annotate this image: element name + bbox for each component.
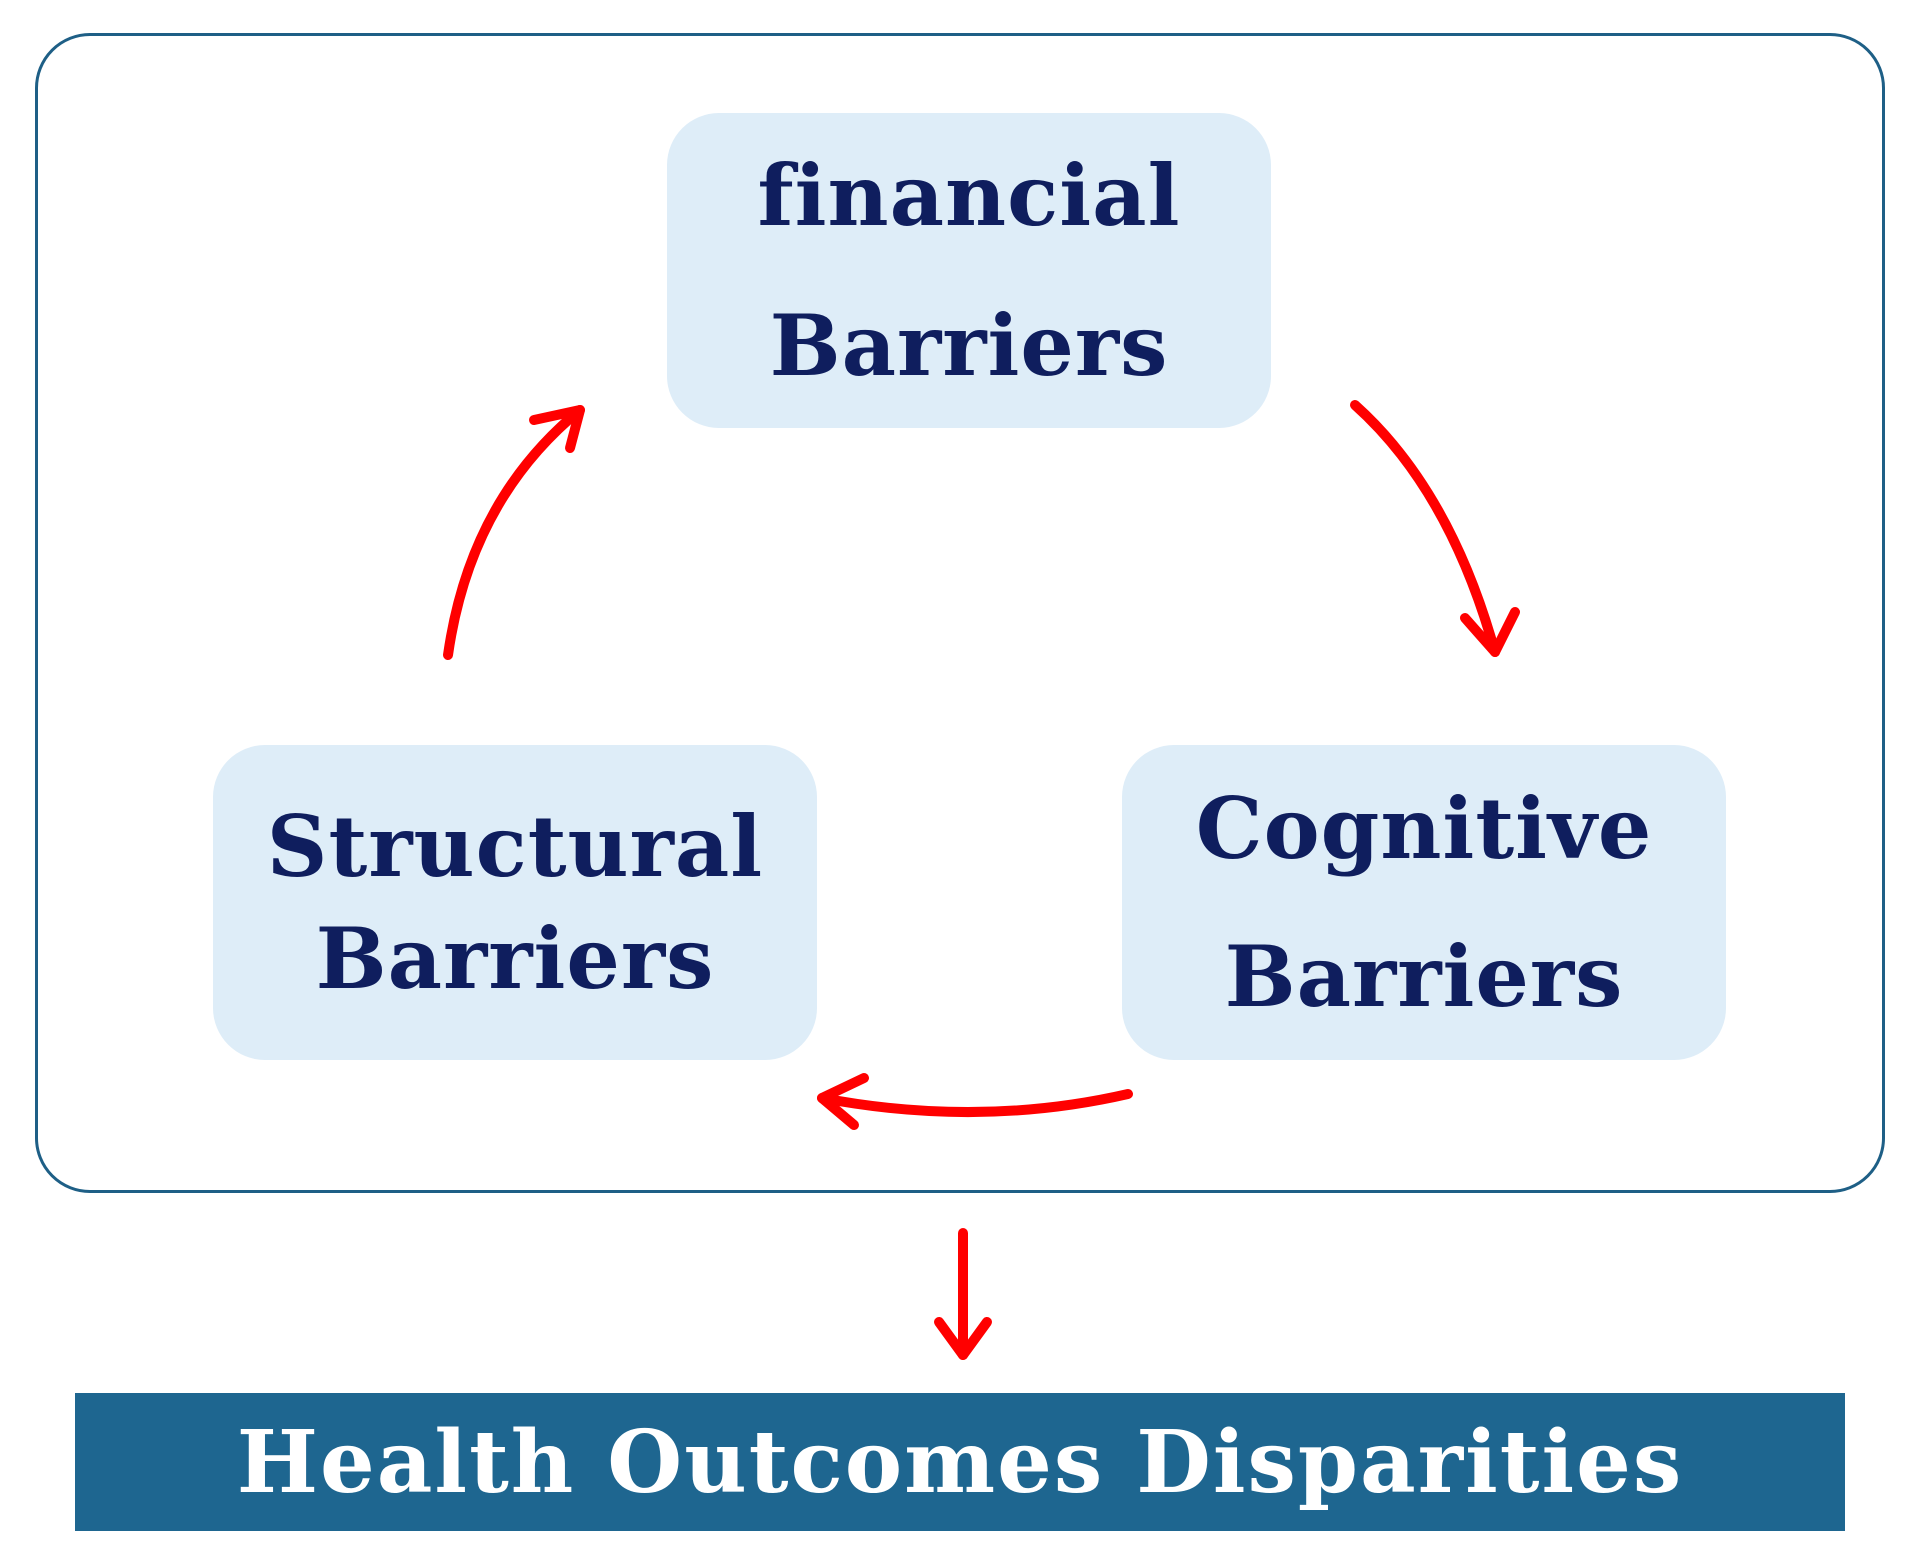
node-financial-line-1: financial bbox=[757, 145, 1181, 245]
node-cognitive-line-1: Cognitive bbox=[1195, 778, 1653, 878]
node-financial-barriers: financial Barriers bbox=[667, 113, 1271, 428]
node-structural-line-2: Barriers bbox=[315, 908, 715, 1008]
node-cognitive-line-2: Barriers bbox=[1224, 926, 1624, 1026]
arrow-cycle-to-outcome-head bbox=[934, 1317, 992, 1360]
node-structural-line-1: Structural bbox=[266, 796, 764, 896]
node-cognitive-barriers: Cognitive Barriers bbox=[1122, 745, 1726, 1060]
arrow-financial-to-cognitive bbox=[1350, 400, 1500, 657]
arrow-financial-to-cognitive-head bbox=[1460, 607, 1520, 657]
node-structural-barriers: Structural Barriers bbox=[213, 745, 817, 1060]
arrow-structural-to-financial-head bbox=[529, 405, 585, 453]
outcome-label: Health Outcomes Disparities bbox=[236, 1411, 1684, 1513]
node-financial-line-2: Barriers bbox=[769, 295, 1169, 395]
arrow-cognitive-to-structural-head bbox=[817, 1073, 869, 1130]
outcome-box: Health Outcomes Disparities bbox=[75, 1393, 1845, 1531]
arrow-cognitive-to-structural bbox=[817, 1089, 1133, 1118]
arrow-structural-to-financial bbox=[443, 405, 585, 660]
